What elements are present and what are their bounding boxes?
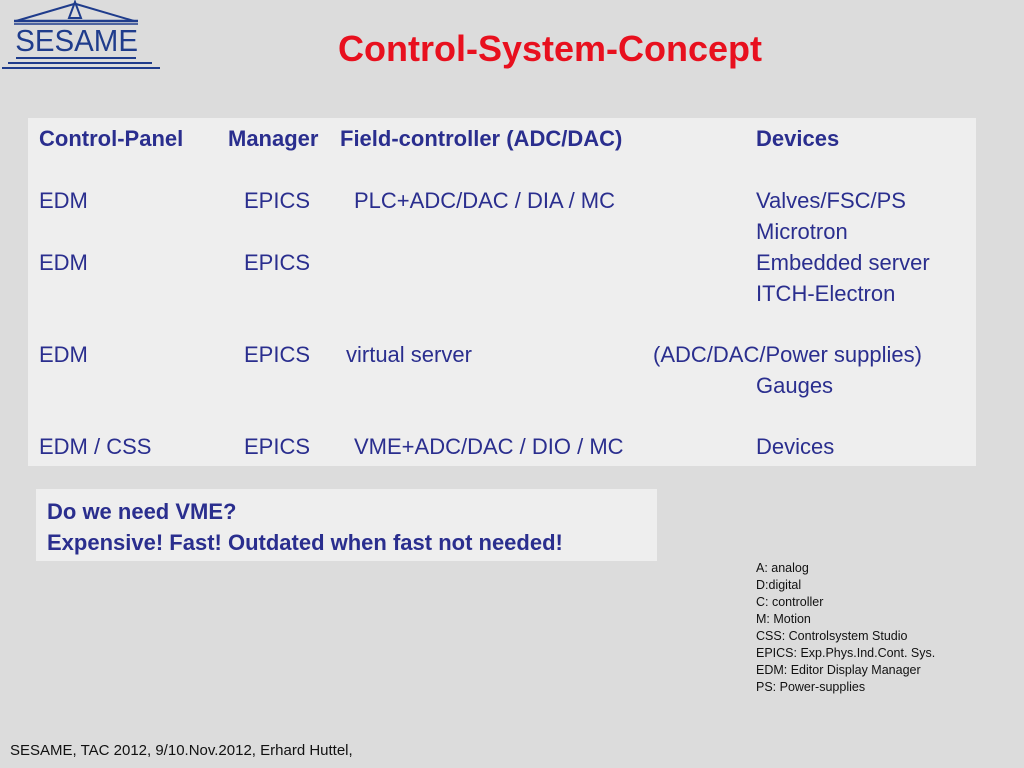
sesame-logo-graphic [2, 0, 160, 69]
control-system-table: Control-Panel Manager Field-controller (… [28, 118, 976, 466]
row-5-manager: EPICS [244, 342, 311, 367]
vme-question-box: Do we need VME? Expensive! Fast! Outdate… [36, 489, 657, 561]
legend-item: C: controller [756, 595, 824, 609]
row-1-manager: EPICS [244, 188, 311, 213]
column-header-control-panel: Control-Panel [39, 126, 184, 151]
legend-item: M: Motion [756, 612, 811, 626]
row-3-control-panel: EDM [39, 250, 88, 275]
row-6-devices: Gauges [756, 373, 834, 398]
row-3-devices: Embedded server [756, 250, 930, 275]
column-header-devices: Devices [756, 126, 840, 151]
legend-item: PS: Power-supplies [756, 680, 866, 694]
row-7-control-panel: EDM / CSS [39, 434, 152, 459]
row-3-manager: EPICS [244, 250, 311, 275]
legend-item: EDM: Editor Display Manager [756, 663, 921, 677]
slide-title: Control-System-Concept [337, 28, 763, 69]
abbreviation-legend: A: analog D:digital C: controller M: Mot… [756, 560, 935, 696]
column-header-field-controller: Field-controller (ADC/DAC) [340, 126, 623, 151]
row-5-field-controller: virtual server [346, 342, 472, 367]
row-7-manager: EPICS [244, 434, 311, 459]
row-5-devices: (ADC/DAC/Power supplies) [653, 342, 922, 367]
legend-item: CSS: Controlsystem Studio [756, 629, 908, 643]
logo-text: SESAME [15, 23, 138, 58]
legend-item: EPICS: Exp.Phys.Ind.Cont. Sys. [756, 646, 936, 660]
row-7-devices: Devices [756, 434, 835, 459]
row-1-field-controller: PLC+ADC/DAC / DIA / MC [354, 188, 616, 213]
row-5-control-panel: EDM [39, 342, 88, 367]
row-4-devices: ITCH-Electron [756, 281, 896, 306]
sesame-logo: SESAME [0, 0, 165, 75]
row-1-control-panel: EDM [39, 188, 88, 213]
slide-footer: SESAME, TAC 2012, 9/10.Nov.2012, Erhard … [10, 742, 353, 759]
column-header-manager: Manager [228, 126, 319, 151]
question-line-1: Do we need VME? [47, 499, 237, 524]
row-7-field-controller: VME+ADC/DAC / DIO / MC [354, 434, 624, 459]
row-1-devices: Valves/FSC/PS [756, 188, 906, 213]
legend-item: A: analog [756, 561, 809, 575]
legend-item: D:digital [756, 578, 802, 592]
question-line-2: Expensive! Fast! Outdated when fast not … [47, 530, 563, 555]
row-2-devices: Microtron [756, 219, 848, 244]
